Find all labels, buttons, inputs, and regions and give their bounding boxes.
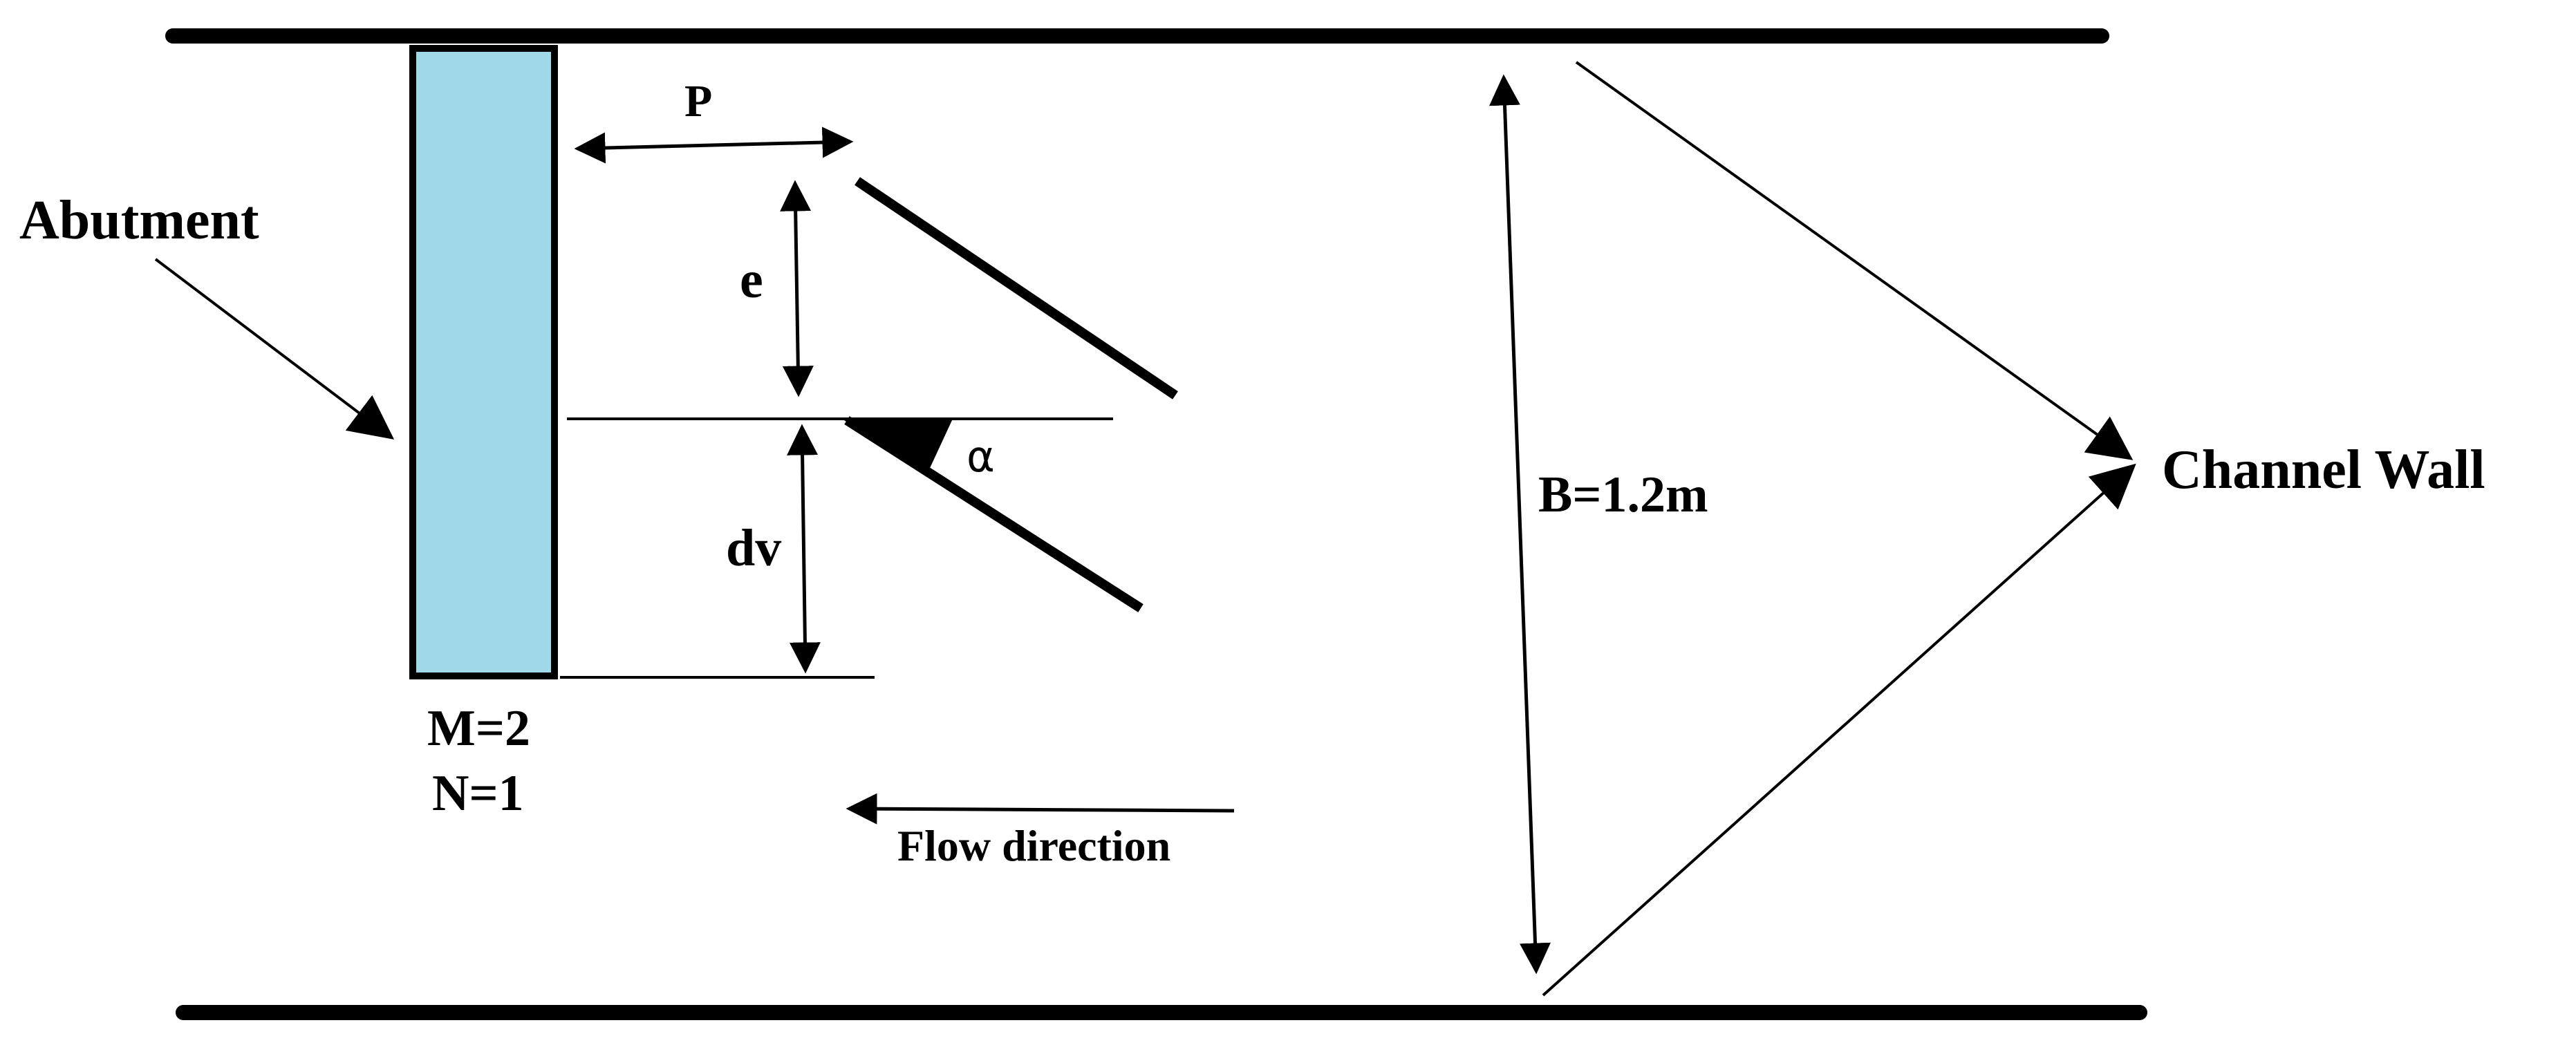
alpha-label: α: [967, 431, 995, 482]
e-dimension-arrow: [780, 180, 814, 397]
channel-wall-pointer-bottom: [1542, 463, 2136, 997]
width-label: B=1.2m: [1538, 467, 1708, 523]
width-dimension-arrow: [1488, 74, 1551, 975]
flow-direction-arrow: [846, 793, 1235, 825]
dv-dimension-arrow: [787, 424, 821, 674]
p-label: P: [684, 76, 712, 126]
channel-wall-label: Channel Wall: [2162, 440, 2485, 500]
abutment-label: Abutment: [19, 190, 259, 251]
lower-vane: [844, 416, 1144, 612]
channel-wall-pointer-top: [1575, 61, 2134, 460]
abutment-pointer-arrow: [154, 258, 395, 440]
upper-vane: [855, 177, 1178, 399]
abutment-block: [409, 45, 558, 679]
flow-direction-label: Flow direction: [897, 821, 1170, 870]
dv-label: dv: [726, 519, 781, 577]
m-label: M=2: [427, 700, 530, 757]
e-label: e: [740, 251, 763, 309]
n-label: N=1: [432, 765, 524, 822]
p-dimension-arrow: [574, 126, 854, 164]
